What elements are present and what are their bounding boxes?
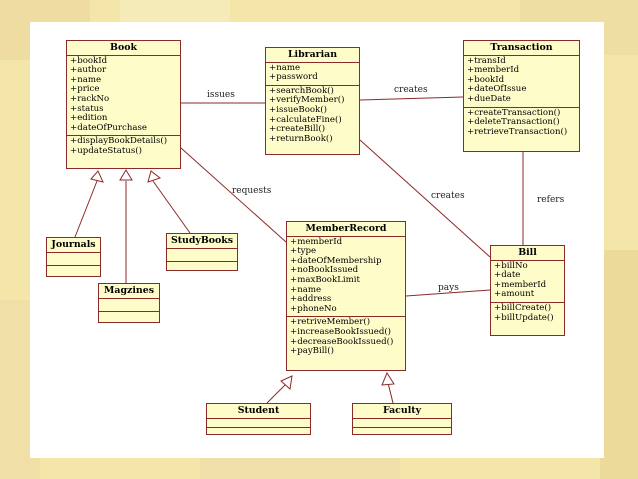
class-magzines[interactable]: Magzines xyxy=(98,283,160,323)
class-title: Journals xyxy=(47,238,100,253)
class-title: Magzines xyxy=(99,284,159,299)
attributes-section: +memberId+type+dateOfMembership+noBookIs… xyxy=(287,237,405,318)
librarian-transaction-line xyxy=(359,96,464,101)
journals-inherit-line xyxy=(74,180,98,238)
class-studybooks[interactable]: StudyBooks xyxy=(166,233,238,271)
operations-section: +retriveMember()+increaseBookIssued()+de… xyxy=(287,317,405,358)
pays-label: pays xyxy=(438,283,459,293)
attribute-item: +bookId xyxy=(467,74,505,85)
operations-section: +displayBookDetails()+updateStatus() xyxy=(67,136,180,158)
attribute-item: +author xyxy=(70,65,107,76)
attribute-item: +maxBookLimit xyxy=(290,274,360,285)
operations-section: +createTransaction()+deleteTransaction()… xyxy=(464,108,579,140)
operations-section: +searchBook()+verifyMember()+issueBook()… xyxy=(266,86,359,147)
operation-item: +deleteTransaction() xyxy=(467,117,560,128)
attribute-item: +status xyxy=(70,103,104,114)
refers-label: refers xyxy=(537,195,565,205)
operation-item: +retriveMember() xyxy=(290,317,371,328)
operation-item: +increaseBookIssued() xyxy=(290,326,392,337)
studybooks-arrowhead xyxy=(147,170,162,183)
magzines-arrowhead xyxy=(119,169,133,181)
attribute-item: +address xyxy=(290,294,332,305)
attribute-item: +edition xyxy=(70,113,108,124)
attribute-item: +amount xyxy=(494,289,535,300)
attribute-item: +date xyxy=(494,270,521,281)
attribute-item: +rackNo xyxy=(70,93,110,104)
attribute-item: +dateOfIssue xyxy=(467,84,527,95)
operation-item: +retrieveTransaction() xyxy=(467,126,568,137)
class-title: StudyBooks xyxy=(167,234,237,249)
attribute-item: +password xyxy=(269,72,318,83)
journals-arrowhead xyxy=(90,170,104,183)
class-title: MemberRecord xyxy=(287,222,405,237)
class-journals[interactable]: Journals xyxy=(46,237,101,277)
issues-label: issues xyxy=(207,90,235,100)
operation-item: +calculateFine() xyxy=(269,114,342,125)
operation-item: +billUpdate() xyxy=(494,312,554,323)
operation-item: +verifyMember() xyxy=(269,95,345,106)
background-tile xyxy=(600,250,638,479)
attribute-item: +phoneNo xyxy=(290,303,337,314)
requests-label: requests xyxy=(232,186,272,196)
attribute-item: +memberId xyxy=(290,236,343,247)
operations-section: +billCreate()+billUpdate() xyxy=(491,303,564,325)
class-memberrecord[interactable]: MemberRecord +memberId+type+dateOfMember… xyxy=(286,221,406,371)
attribute-item: +memberId xyxy=(467,65,520,76)
requests-line xyxy=(180,147,287,243)
attribute-item: +billNo xyxy=(494,260,528,271)
creates-transaction-label: creates xyxy=(394,85,428,95)
attribute-item: +price xyxy=(70,84,100,95)
attribute-item: +dateOfMembership xyxy=(290,255,382,266)
class-faculty[interactable]: Faculty xyxy=(352,403,452,435)
class-title: Book xyxy=(67,41,180,56)
attribute-item: +name xyxy=(70,74,102,85)
operation-item: +updateStatus() xyxy=(70,145,142,156)
attribute-item: +transId xyxy=(467,55,506,66)
operation-item: +displayBookDetails() xyxy=(70,136,168,147)
attribute-item: +name xyxy=(269,62,301,73)
studybooks-inherit-line xyxy=(152,180,191,234)
operation-item: +returnBook() xyxy=(269,133,333,144)
attribute-item: +type xyxy=(290,246,317,257)
operation-item: +decreaseBookIssued() xyxy=(290,336,394,347)
operation-item: +searchBook() xyxy=(269,85,334,96)
attribute-item: +memberId xyxy=(494,279,547,290)
class-title: Librarian xyxy=(266,48,359,63)
faculty-inherit-line xyxy=(387,382,394,404)
attribute-item: +noBookIssued xyxy=(290,265,359,276)
class-librarian[interactable]: Librarian +name+password +searchBook()+v… xyxy=(265,47,360,155)
attribute-item: +dueDate xyxy=(467,93,511,104)
attributes-section: +bookId+author+name+price+rackNo+status+… xyxy=(67,56,180,137)
attributes-section: +name+password xyxy=(266,63,359,86)
class-title: Bill xyxy=(491,246,564,261)
attribute-item: +bookId xyxy=(70,55,108,66)
attributes-section: +transId+memberId+bookId+dateOfIssue+due… xyxy=(464,56,579,108)
operation-item: +billCreate() xyxy=(494,302,552,313)
student-arrowhead xyxy=(280,375,293,390)
background-tile xyxy=(200,455,400,479)
class-title: Transaction xyxy=(464,41,579,56)
operation-item: +payBill() xyxy=(290,346,334,357)
class-title: Student xyxy=(207,404,310,419)
attribute-item: +dateOfPurchase xyxy=(70,122,147,133)
creates-bill-label: creates xyxy=(431,191,465,201)
student-inherit-line xyxy=(266,382,288,404)
class-book[interactable]: Book +bookId+author+name+price+rackNo+st… xyxy=(66,40,181,169)
librarian-bill-line xyxy=(359,139,491,258)
faculty-arrowhead xyxy=(381,371,395,386)
class-student[interactable]: Student xyxy=(206,403,311,435)
operation-item: +issueBook() xyxy=(269,104,327,115)
operation-item: +createBill() xyxy=(269,124,326,135)
attribute-item: +name xyxy=(290,284,322,295)
attributes-section: +billNo+date+memberId+amount xyxy=(491,261,564,303)
class-title: Faculty xyxy=(353,404,451,419)
pays-line xyxy=(405,289,491,297)
class-bill[interactable]: Bill +billNo+date+memberId+amount +billC… xyxy=(490,245,565,336)
operation-item: +createTransaction() xyxy=(467,107,561,118)
class-transaction[interactable]: Transaction +transId+memberId+bookId+dat… xyxy=(463,40,580,152)
